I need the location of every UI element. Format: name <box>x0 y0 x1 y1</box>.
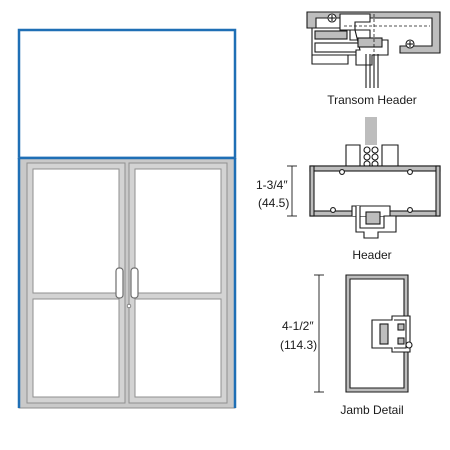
left-door-handle <box>115 267 124 299</box>
jamb-dimension-fraction: 4-1/2″ <box>282 319 314 333</box>
jamb-dimension-metric: (114.3) <box>280 338 318 352</box>
header-label: Header <box>352 248 392 262</box>
header-dimension-fraction: 1-3/4″ <box>256 178 288 192</box>
jamb-detail-label: Jamb Detail <box>340 403 404 417</box>
header-detail <box>287 117 441 239</box>
right-door-glass-top <box>134 168 222 294</box>
transom-panel <box>17 28 237 160</box>
right-door-handle <box>130 267 139 299</box>
transom-header-detail <box>306 11 441 88</box>
header-dimension-metric: (44.5) <box>258 196 290 210</box>
left-door-glass-bottom <box>32 298 120 398</box>
door-elevation <box>17 28 237 409</box>
right-door-glass-bottom <box>134 298 222 398</box>
left-door-glass-top <box>32 168 120 294</box>
transom-header-label: Transom Header <box>327 93 417 107</box>
lock-cylinder <box>126 303 132 309</box>
jamb-detail <box>314 274 413 393</box>
